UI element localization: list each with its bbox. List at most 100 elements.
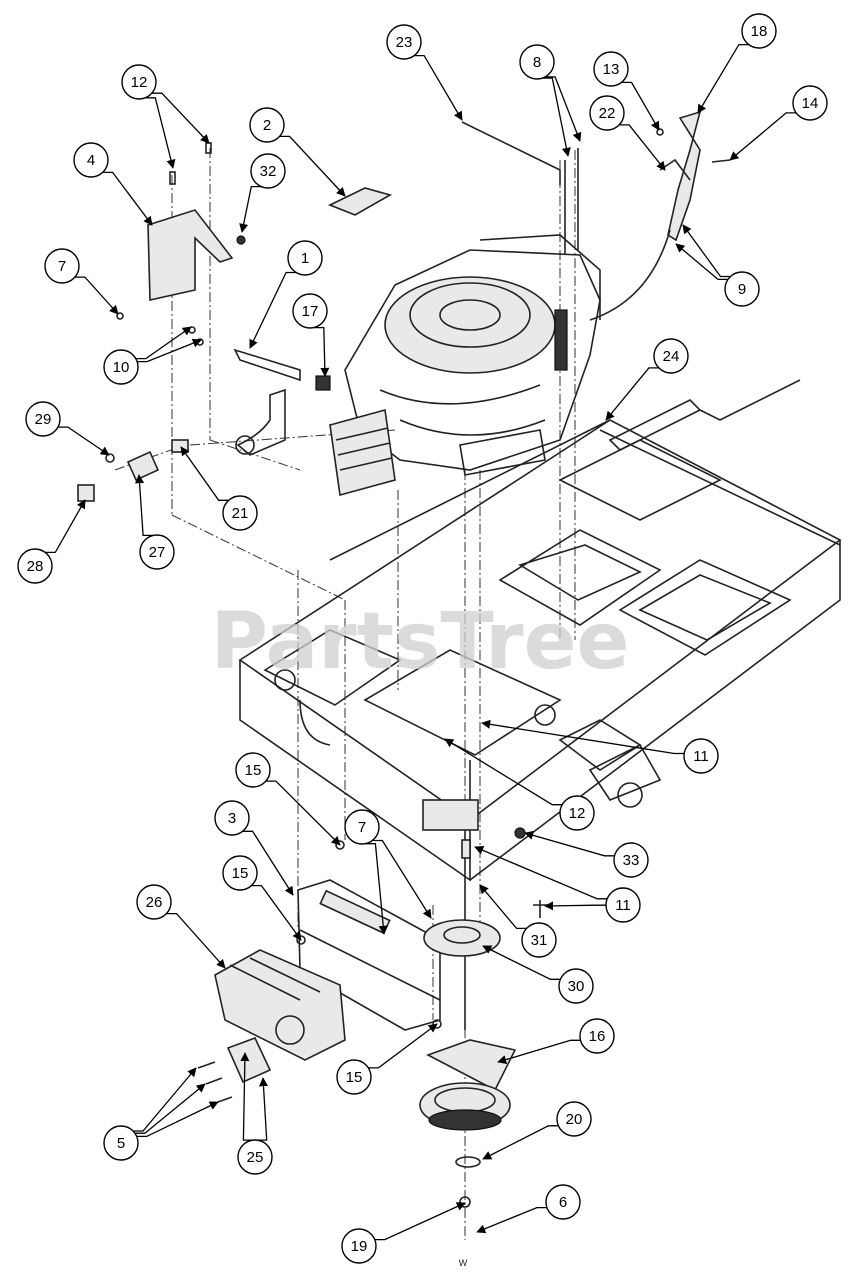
callout-12: 12 xyxy=(559,795,595,831)
watermark: PartsTree xyxy=(211,597,630,687)
callout-leader-1 xyxy=(249,271,297,349)
callout-circle xyxy=(44,248,80,284)
callout-leader-4 xyxy=(102,171,153,226)
callout-leader-27 xyxy=(135,474,154,537)
callout-leader-22 xyxy=(619,124,666,171)
callout-leader-3 xyxy=(242,830,294,896)
callout-leader-15 xyxy=(251,884,302,941)
callout-31: 31 xyxy=(521,922,557,958)
callout-9: 9 xyxy=(724,271,760,307)
callout-leader-15 xyxy=(368,1023,438,1069)
callout-19: 19 xyxy=(341,1228,377,1264)
callout-circle xyxy=(136,884,172,920)
callout-circle xyxy=(222,495,258,531)
callout-21: 21 xyxy=(222,495,258,531)
callout-leader-8 xyxy=(542,77,571,157)
callout-label: 28 xyxy=(27,558,44,575)
callout-label: 15 xyxy=(232,865,249,882)
callout-circle xyxy=(17,548,53,584)
callout-circle xyxy=(336,1059,372,1095)
callout-leader-26 xyxy=(166,912,226,969)
callout-26: 26 xyxy=(136,884,172,920)
callout-leader-21 xyxy=(180,446,229,501)
callout-leader-19 xyxy=(374,1202,466,1241)
callout-label: 5 xyxy=(117,1135,125,1152)
callout-label: 32 xyxy=(260,163,277,180)
callout-label: 18 xyxy=(751,23,768,40)
callout-circle xyxy=(579,1018,615,1054)
callout-label: 11 xyxy=(615,897,631,914)
callout-circle xyxy=(559,795,595,831)
callout-6: 6 xyxy=(545,1184,581,1220)
callout-label: 9 xyxy=(738,281,746,298)
callout-leader-33 xyxy=(524,830,615,857)
callout-label: 15 xyxy=(245,762,262,779)
callout-label: 31 xyxy=(531,932,548,949)
callout-circle xyxy=(292,293,328,329)
callout-leader-25 xyxy=(256,1077,269,1141)
callout-circle xyxy=(613,842,649,878)
callout-circle xyxy=(237,1139,273,1175)
callout-label: 17 xyxy=(302,303,319,320)
callout-circle xyxy=(724,271,760,307)
callout-leader-10 xyxy=(135,326,192,360)
callout-leader-12 xyxy=(151,92,210,144)
callout-label: 12 xyxy=(569,805,586,822)
upper-hardware xyxy=(77,110,731,502)
callout-leader-12 xyxy=(444,738,563,806)
callout-label: 11 xyxy=(693,748,709,765)
callout-16: 16 xyxy=(579,1018,615,1054)
callout-leader-30 xyxy=(482,945,561,980)
callout-1: 1 xyxy=(287,240,323,276)
callout-label: 29 xyxy=(35,411,52,428)
callout-label: 22 xyxy=(599,105,616,122)
callout-7: 7 xyxy=(344,809,380,845)
callout-28: 28 xyxy=(17,548,53,584)
callout-bubbles: 1234567789101111121213141515151617181920… xyxy=(17,13,828,1264)
callout-13: 13 xyxy=(593,51,629,87)
callout-leader-24 xyxy=(605,367,659,421)
callout-leader-32 xyxy=(239,185,262,233)
callout-label: 20 xyxy=(566,1111,583,1128)
callout-2: 2 xyxy=(249,107,285,143)
callout-label: 10 xyxy=(113,359,130,376)
callout-label: 27 xyxy=(149,544,166,561)
callout-circle xyxy=(558,968,594,1004)
callout-label: 7 xyxy=(58,258,66,275)
callout-18: 18 xyxy=(741,13,777,49)
callout-leader-18 xyxy=(697,43,749,114)
callout-label: 7 xyxy=(358,819,366,836)
callout-30: 30 xyxy=(558,968,594,1004)
callout-label: 33 xyxy=(623,852,640,869)
callout-leader-13 xyxy=(621,81,660,131)
callout-label: 25 xyxy=(247,1149,264,1166)
callout-label: 13 xyxy=(603,61,620,78)
callout-10: 10 xyxy=(103,349,139,385)
callout-11: 11 xyxy=(683,738,719,774)
callout-leader-16 xyxy=(497,1039,581,1065)
callout-20: 20 xyxy=(556,1101,592,1137)
callout-label: 30 xyxy=(568,978,585,995)
callout-circle xyxy=(741,13,777,49)
callout-label: 12 xyxy=(131,74,148,91)
callout-label: 1 xyxy=(301,250,309,267)
callout-leader-9 xyxy=(675,243,728,281)
callout-leader-11 xyxy=(481,719,685,755)
callout-label: 6 xyxy=(559,1194,567,1211)
callout-4: 4 xyxy=(73,142,109,178)
callout-5: 5 xyxy=(103,1125,139,1161)
callout-circle xyxy=(792,85,828,121)
callout-15: 15 xyxy=(235,752,271,788)
callout-leader-31 xyxy=(479,884,527,930)
callout-circle xyxy=(593,51,629,87)
callout-leader-11 xyxy=(474,846,608,900)
callout-circle xyxy=(589,95,625,131)
callout-24: 24 xyxy=(653,338,689,374)
callout-circle xyxy=(519,44,555,80)
callout-label: 3 xyxy=(228,810,236,827)
callout-circle xyxy=(25,401,61,437)
callout-circle xyxy=(222,855,258,891)
callout-circle xyxy=(344,809,380,845)
callout-circle xyxy=(250,153,286,189)
callout-label: 16 xyxy=(589,1028,606,1045)
